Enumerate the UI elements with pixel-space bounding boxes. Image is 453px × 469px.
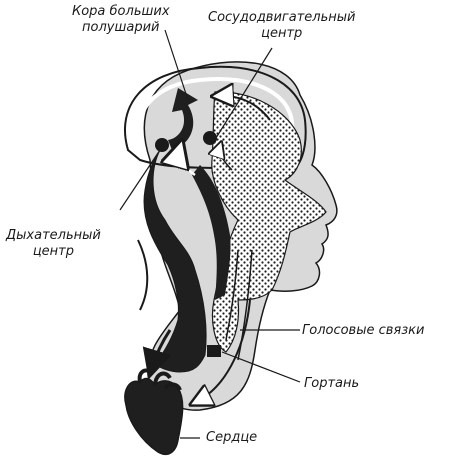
cortex-leader — [164, 29, 189, 101]
heart-vessels — [137, 368, 182, 391]
cortex-arrow — [218, 96, 271, 121]
heart-shape — [124, 377, 184, 456]
label-vasomotor-line2: центр — [261, 26, 303, 41]
descending-arrow-left — [142, 329, 172, 380]
respiratory-center-dot — [155, 138, 169, 152]
respiratory-descending — [192, 165, 231, 300]
label-vocal-cords: Голосовые связки — [302, 323, 425, 338]
center-arrow-2 — [220, 146, 233, 171]
respiratory-leader — [119, 149, 161, 211]
vasomotor-region — [211, 91, 327, 353]
respiratory-branch — [168, 88, 198, 150]
airway-line — [225, 249, 239, 341]
label-vasomotor-line1: Сосудодвигательный — [208, 10, 356, 25]
label-cortex-line1: Кора больших — [72, 4, 170, 19]
label-heart: Сердце — [206, 430, 258, 445]
label-respiratory: Дыхательный центр — [6, 228, 101, 260]
label-respiratory-line1: Дыхательный — [6, 228, 101, 243]
label-vasomotor: Сосудодвигательный центр — [208, 10, 355, 42]
vasomotor-leader — [215, 47, 273, 139]
label-cortex: Кора больших полушарий — [72, 4, 170, 36]
descending-arrow-right — [196, 299, 251, 402]
larynx-marker — [207, 345, 221, 357]
label-larynx: Гортань — [304, 376, 360, 391]
neck-back-curve — [137, 239, 149, 311]
label-respiratory-line2: центр — [32, 244, 74, 259]
center-arrow-1 — [179, 148, 196, 177]
label-cortex-line2: полушарий — [82, 20, 160, 35]
vasomotor-center-dot — [203, 131, 217, 145]
